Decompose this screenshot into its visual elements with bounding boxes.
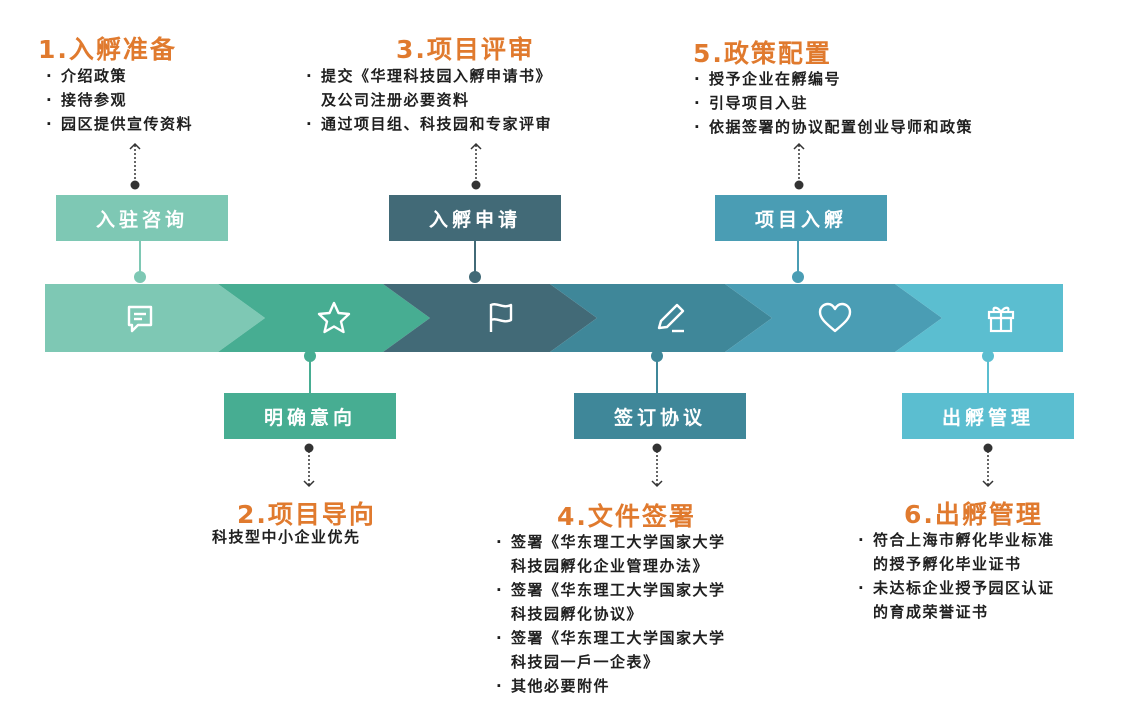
step-2-text: 科技型中小企业优先: [212, 528, 361, 546]
step-3-title: 3.项目评审: [396, 35, 535, 64]
heart-icon: [818, 302, 852, 333]
pencil-icon: [657, 303, 685, 333]
step-1-list: 介绍政策 接待参观 园区提供宣传资料: [46, 64, 193, 136]
flag-icon: [489, 303, 513, 332]
step-6-line: [987, 360, 989, 394]
step-2-bottom-connector: [302, 443, 316, 493]
step-3-dot: [469, 271, 481, 283]
step-2-dot: [304, 350, 316, 362]
step-1-line: [139, 241, 141, 274]
list-item: 签署《华东理工大学国家大学: [496, 578, 726, 602]
step-6-title: 6.出孵管理: [904, 500, 1043, 529]
band-segment-6: [895, 284, 1063, 352]
step-3-list: 提交《华理科技园入孵申请书》 及公司注册必要资料 通过项目组、科技园和专家评审: [306, 64, 552, 136]
list-item: 科技园孵化企业管理办法》: [511, 557, 710, 575]
step-2-title: 2.项目导向: [237, 500, 376, 529]
list-item: 授予企业在孵编号: [694, 67, 973, 91]
step-3-box: 入孵申请: [389, 195, 561, 241]
step-4-list: 签署《华东理工大学国家大学 科技园孵化企业管理办法》 签署《华东理工大学国家大学…: [496, 530, 726, 698]
step-1-box: 入驻咨询: [56, 195, 228, 241]
step-5-dot: [792, 271, 804, 283]
step-2-box: 明确意向: [224, 393, 396, 439]
star-icon: [317, 301, 351, 334]
step-3-top-connector: [469, 141, 483, 195]
step-5-list: 授予企业在孵编号 引导项目入驻 依据签署的协议配置创业导师和政策: [694, 67, 973, 139]
step-5-title: 5.政策配置: [693, 39, 832, 68]
list-item: 通过项目组、科技园和专家评审: [306, 112, 552, 136]
list-item: 接待参观: [46, 88, 193, 112]
step-4-dot: [651, 350, 663, 362]
list-item: 签署《华东理工大学国家大学: [496, 530, 726, 554]
step-5-line: [797, 241, 799, 274]
step-4-line: [656, 360, 658, 394]
step-5-top-connector: [792, 141, 806, 195]
step-5-box: 项目入孵: [715, 195, 887, 241]
step-3-line: [474, 241, 476, 274]
band-segment-5: [725, 284, 942, 352]
list-item: 引导项目入驻: [694, 91, 973, 115]
band-segment-1: [45, 284, 265, 352]
step-2-line: [309, 360, 311, 394]
list-item: 及公司注册必要资料: [321, 91, 470, 109]
step-1-top-connector: [128, 141, 141, 195]
step-1-dot: [134, 271, 146, 283]
list-item: 符合上海市孵化毕业标准: [858, 528, 1055, 552]
list-item: 提交《华理科技园入孵申请书》: [306, 64, 552, 88]
list-item: 的育成荣誉证书: [873, 603, 989, 621]
step-6-dot: [982, 350, 994, 362]
step-6-list: 符合上海市孵化毕业标准 的授予孵化毕业证书 未达标企业授予园区认证 的育成荣誉证…: [858, 528, 1055, 624]
step-6-box: 出孵管理: [902, 393, 1074, 439]
step-4-box: 签订协议: [574, 393, 746, 439]
gift-icon: [987, 306, 1015, 333]
list-item: 依据签署的协议配置创业导师和政策: [694, 115, 973, 139]
step-1-title: 1.入孵准备: [38, 35, 177, 64]
chat-icon: [127, 305, 153, 333]
list-item: 科技园孵化协议》: [511, 605, 644, 623]
step-6-bottom-connector: [981, 443, 995, 493]
band-segment-4: [550, 284, 772, 352]
list-item: 的授予孵化毕业证书: [873, 555, 1022, 573]
step-4-title: 4.文件签署: [557, 502, 696, 531]
step-4-bottom-connector: [650, 443, 664, 493]
list-item: 未达标企业授予园区认证: [858, 576, 1055, 600]
list-item: 科技园一戶一企表》: [511, 653, 660, 671]
list-item: 介绍政策: [46, 64, 193, 88]
list-item: 其他必要附件: [496, 674, 726, 698]
list-item: 签署《华东理工大学国家大学: [496, 626, 726, 650]
list-item: 园区提供宣传资料: [46, 112, 193, 136]
